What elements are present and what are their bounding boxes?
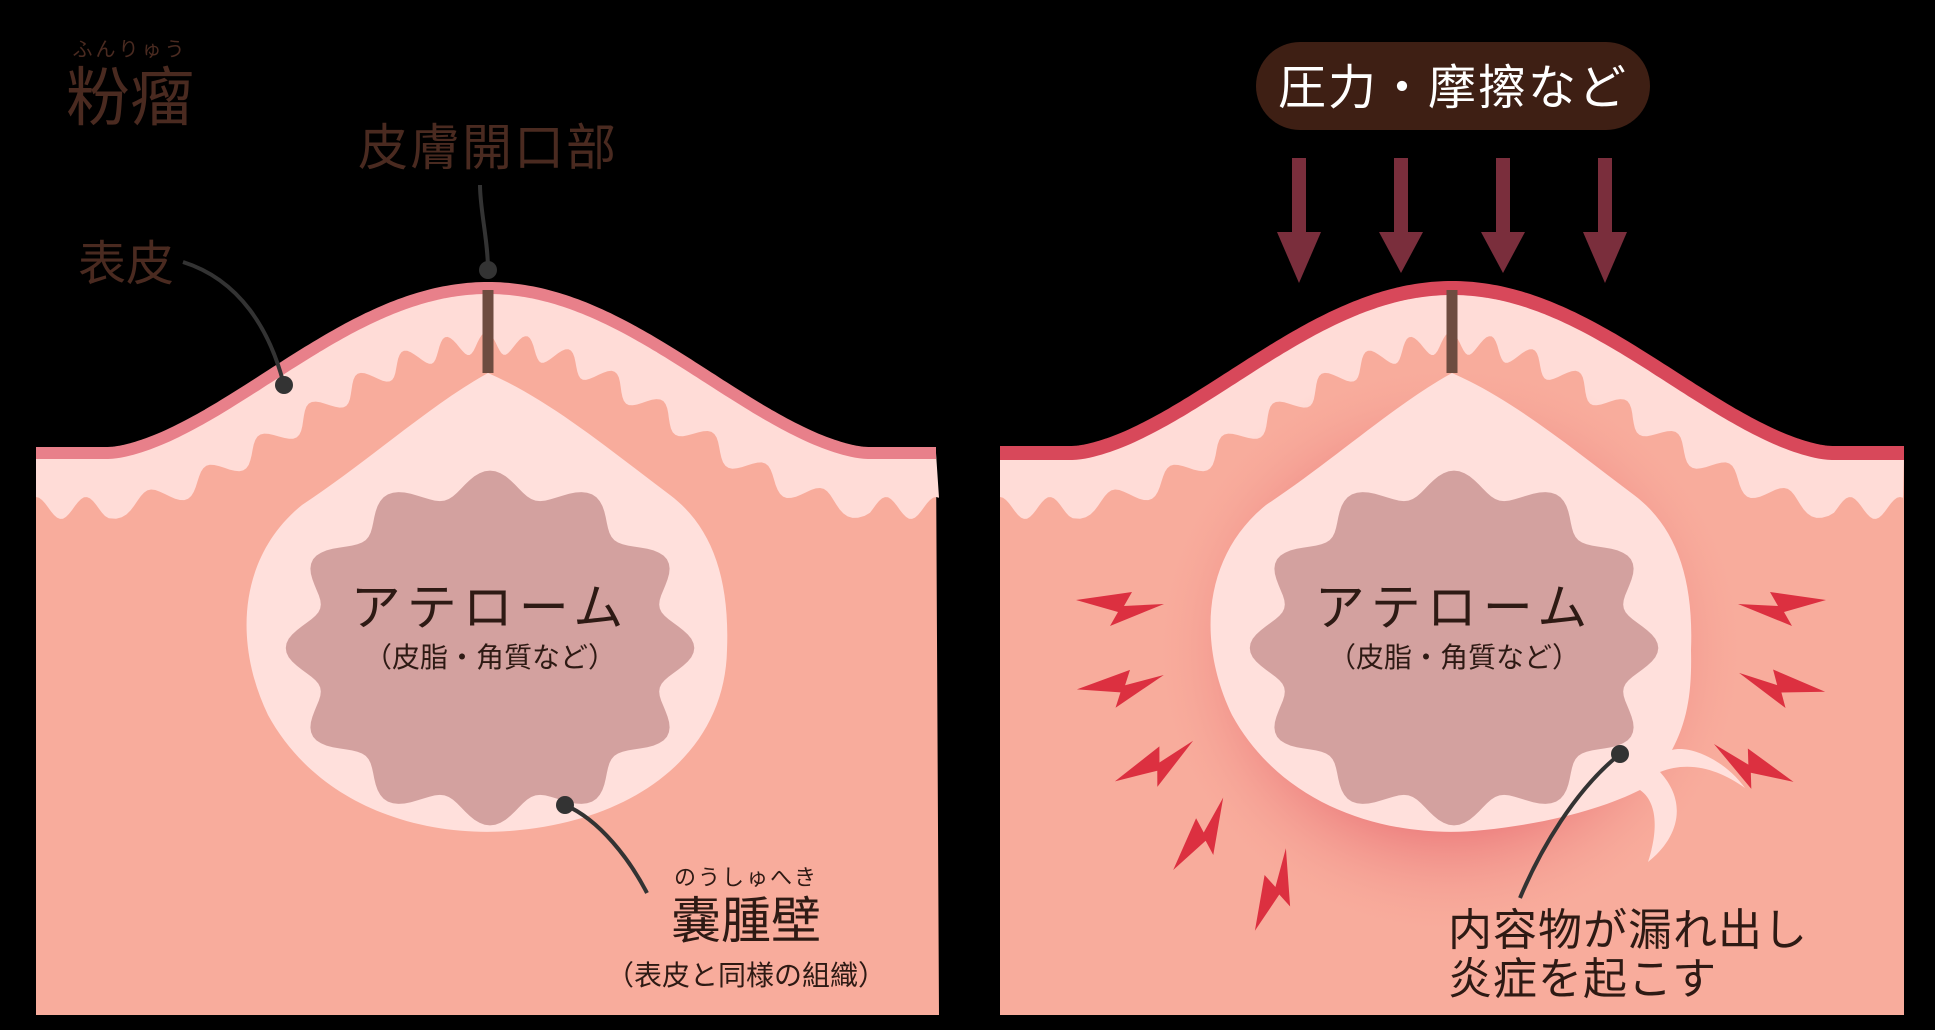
label-skin-opening: 皮膚開口部: [358, 119, 618, 177]
leader-line-epidermis: [182, 260, 286, 386]
leak-label-line1: 内容物が漏れ出し: [1448, 905, 1808, 956]
right-skin-surface: [1000, 281, 1904, 460]
atheroma-mass: [285, 470, 695, 826]
right-epidermis: [1000, 288, 1904, 519]
leader-dot-opening: [479, 261, 497, 279]
arrow-down-icon: [1481, 158, 1525, 273]
leader-dot-wall: [556, 796, 574, 814]
arrow-down-icon: [1379, 158, 1423, 273]
leader-dot-epidermis: [275, 376, 293, 394]
diagram-title-ruby: ふんりゅう: [73, 37, 188, 61]
left-panel: ふんりゅう 粉瘤 皮膚開口部 表皮 アテローム （皮脂・角質など） のうしゅへき…: [36, 37, 939, 1015]
cyst-wall-ruby: のうしゅへき: [674, 866, 818, 891]
leader-line-opening: [478, 184, 490, 271]
arrow-down-icon: [1277, 158, 1321, 283]
cyst-wall-subtitle: （表皮と同様の組織）: [606, 959, 886, 992]
diagram-title: 粉瘤: [66, 62, 194, 136]
atheroma-title: アテローム: [351, 579, 630, 637]
pressure-badge: [1256, 42, 1650, 130]
arrow-down-icon: [1583, 158, 1627, 283]
leader-line-wall: [564, 803, 649, 894]
pressure-label: 圧力・摩擦など: [1278, 60, 1628, 116]
left-skin-surface: [36, 282, 936, 459]
right-panel: 圧力・摩擦など アテローム （皮脂・角質など） 内容物が漏れ出し 炎症を起こす: [1000, 42, 1904, 1015]
leader-line-leak: [1518, 752, 1622, 899]
label-epidermis: 表皮: [78, 236, 174, 292]
leader-dot-leak: [1611, 745, 1629, 763]
left-epidermis: [36, 288, 939, 519]
leak-label-line2: 炎症を起こす: [1448, 954, 1717, 1005]
atheroma-subtitle: （皮脂・角質など）: [364, 641, 616, 674]
atheroma-title-right: アテローム: [1315, 579, 1594, 637]
atheroma-subtitle-right: （皮脂・角質など）: [1328, 641, 1580, 674]
cyst-wall-label: 嚢腫壁: [671, 892, 821, 950]
atheroma-mass-right: [1249, 470, 1659, 826]
